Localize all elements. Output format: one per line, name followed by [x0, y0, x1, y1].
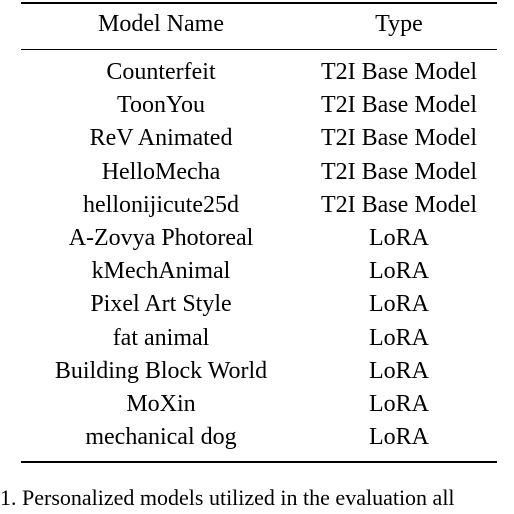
type-cell: LoRA	[369, 258, 429, 285]
model-name-cell: hellonijicute25d	[83, 191, 239, 218]
type-cell: LoRA	[369, 324, 429, 351]
type-cell: T2I Base Model	[321, 158, 477, 185]
type-cell: LoRA	[369, 424, 429, 451]
model-name-cell: ReV Animated	[89, 125, 233, 152]
table-row: hellonijicute25d T2I Base Model	[21, 189, 497, 222]
top-rule	[21, 2, 497, 4]
bottom-rule	[21, 461, 497, 463]
table-row: Counterfeit T2I Base Model	[21, 56, 497, 89]
table-row: ToonYou T2I Base Model	[21, 89, 497, 122]
model-name-cell: mechanical dog	[85, 424, 237, 451]
table-caption: 1. Personalized models utilized in the e…	[0, 485, 455, 510]
table-row: fat animal LoRA	[21, 322, 497, 355]
type-cell: T2I Base Model	[321, 125, 477, 152]
type-cell: T2I Base Model	[321, 92, 477, 119]
table-header: Model Name Type	[21, 6, 497, 44]
type-cell: LoRA	[369, 224, 429, 251]
model-name-cell: Building Block World	[54, 357, 268, 384]
header-type: Type	[375, 11, 423, 37]
type-cell: T2I Base Model	[321, 191, 477, 218]
type-cell: LoRA	[369, 357, 429, 384]
model-name-cell: MoXin	[126, 390, 196, 417]
table-row: kMechAnimal LoRA	[21, 255, 497, 288]
type-cell: LoRA	[369, 291, 429, 318]
model-name-cell: Counterfeit	[106, 59, 216, 85]
table-row: MoXin LoRA	[21, 388, 497, 421]
model-name-cell: kMechAnimal	[91, 258, 231, 285]
table-row: A-Zovya Photoreal LoRA	[21, 222, 497, 255]
model-name-cell: Pixel Art Style	[90, 291, 232, 318]
type-cell: T2I Base Model	[321, 59, 477, 85]
model-name-cell: A-Zovya Photoreal	[68, 224, 254, 251]
table-row: mechanical dog LoRA	[21, 421, 497, 454]
model-name-cell: ToonYou	[117, 92, 205, 119]
table-body: Counterfeit T2I Base Model ToonYou T2I B…	[21, 56, 497, 454]
model-name-cell: fat animal	[112, 324, 210, 351]
table-row: ReV Animated T2I Base Model	[21, 122, 497, 155]
header-rule	[21, 49, 497, 50]
model-name-cell: HelloMecha	[101, 158, 221, 185]
table-row: HelloMecha T2I Base Model	[21, 156, 497, 189]
table-row: Pixel Art Style LoRA	[21, 288, 497, 321]
header-model-name: Model Name	[98, 11, 224, 37]
table-row: Building Block World LoRA	[21, 355, 497, 388]
type-cell: LoRA	[369, 390, 429, 417]
